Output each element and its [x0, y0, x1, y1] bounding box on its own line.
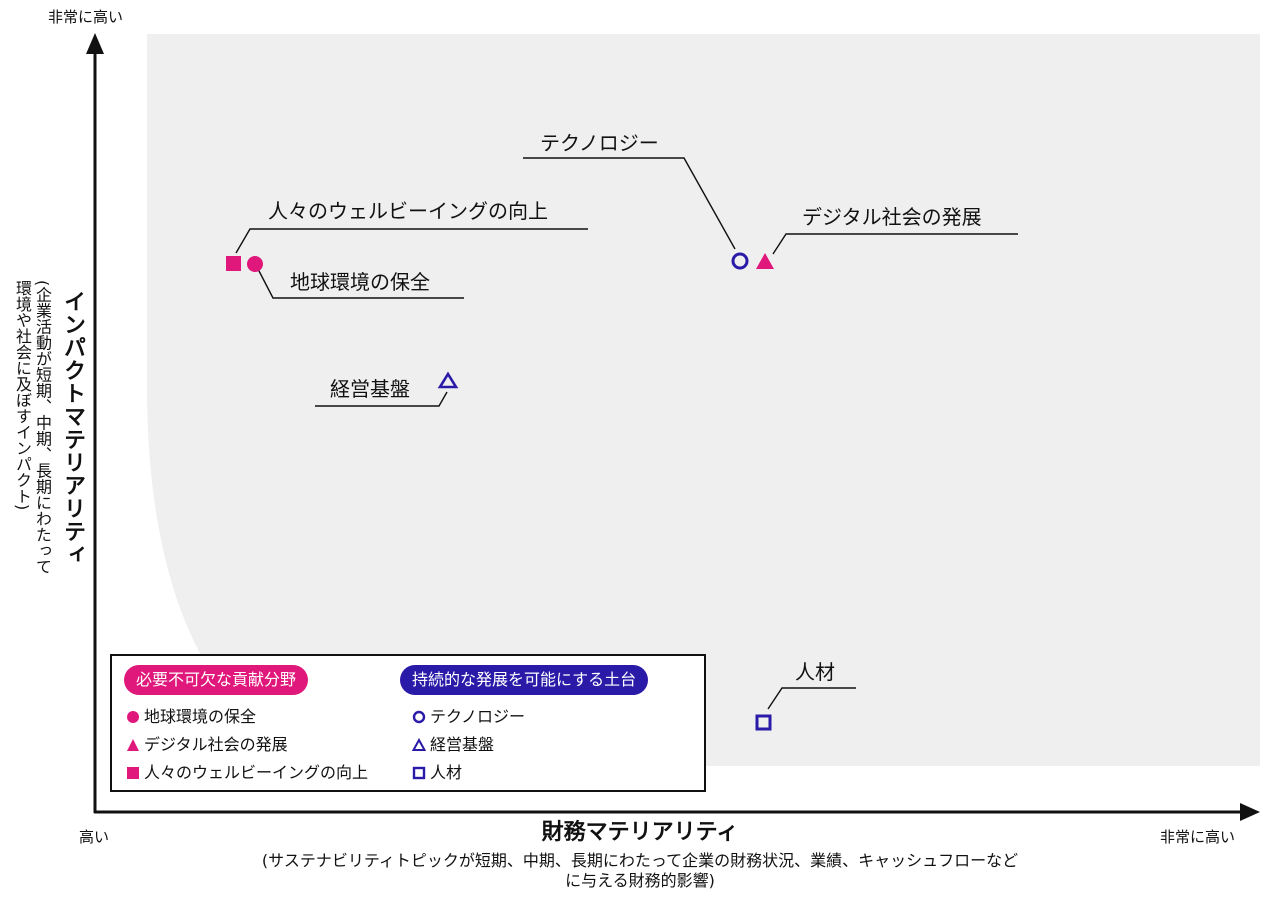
- leader-line-digital: [772, 233, 1018, 255]
- x-axis-subtitle: (サステナビリティトピックが短期、中期、長期にわたって企業の財務状況、業績、キャ…: [261, 851, 1019, 890]
- legend: 必要不可欠な貢献分野 持続的な発展を可能にする土台 地球環境の保全 デジタル社会…: [110, 654, 706, 792]
- x-axis-title: 財務マテリアリティ: [541, 820, 739, 845]
- marker-technology: [731, 252, 749, 270]
- marker-wellbeing: [226, 256, 241, 271]
- high-materiality-region: [147, 34, 1260, 766]
- label-digital: デジタル社会の発展: [802, 205, 982, 229]
- x-axis-low-label: 高い: [79, 828, 110, 846]
- legend-item-label: 経営基盤: [430, 735, 495, 754]
- outline-square-icon: [412, 766, 426, 780]
- y-axis-subtitle: (企業活動が短期、中期、長期にわたって環境や社会に及ぼすインパクト): [13, 280, 52, 575]
- label-technology: テクノロジー: [540, 131, 659, 155]
- filled-circle-icon: [127, 711, 139, 723]
- legend-item-label: テクノロジー: [430, 707, 526, 726]
- label-environment: 地球環境の保全: [290, 270, 430, 294]
- leader-line-management: [315, 391, 448, 407]
- marker-management: [437, 371, 459, 389]
- leader-line-people: [767, 687, 856, 710]
- legend-item-label: 地球環境の保全: [144, 707, 257, 726]
- y-axis-high-label: 非常に高い: [48, 8, 124, 26]
- outline-circle-icon: [412, 710, 426, 724]
- label-wellbeing: 人々のウェルビーイングの向上: [268, 199, 548, 223]
- legend-item-label: 人材: [430, 763, 463, 782]
- legend-item-label: 人々のウェルビーイングの向上: [144, 763, 369, 782]
- marker-environment: [247, 256, 263, 272]
- marker-people: [755, 714, 772, 731]
- x-axis-arrow-icon: [1240, 803, 1260, 821]
- filled-triangle-icon: [127, 739, 139, 751]
- leader-line-technology: [523, 157, 736, 250]
- leader-line-environment: [257, 268, 464, 299]
- legend-item-label: デジタル社会の発展: [144, 735, 288, 754]
- legend-group-title-foundation: 持続的な発展を可能にする土台: [400, 665, 649, 695]
- outline-triangle-icon: [412, 738, 426, 751]
- y-axis-title: インパクトマテリアリティ: [60, 290, 85, 566]
- marker-digital: [756, 253, 774, 269]
- x-axis-high-label: 非常に高い: [1160, 828, 1236, 846]
- label-people: 人材: [795, 660, 835, 684]
- leader-line-wellbeing: [235, 228, 588, 254]
- filled-square-icon: [127, 767, 139, 779]
- legend-group-title-essential: 必要不可欠な貢献分野: [124, 665, 309, 695]
- y-axis-arrow-icon: [86, 33, 104, 54]
- label-management: 経営基盤: [330, 377, 410, 401]
